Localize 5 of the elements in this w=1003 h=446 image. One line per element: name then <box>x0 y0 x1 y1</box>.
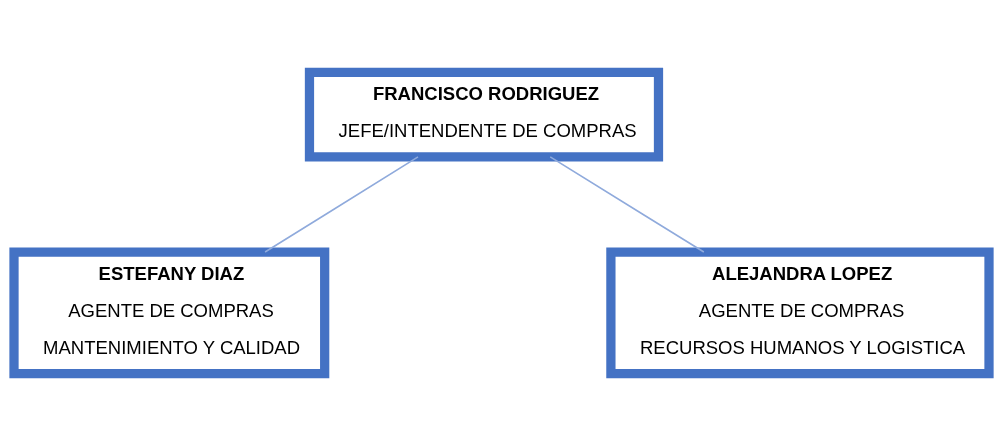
connector <box>264 156 419 253</box>
node-box: ESTEFANY DIAZ AGENTE DE COMPRAS MANTENIMIENTO Y CALIDAD <box>9 247 330 379</box>
node-box: ALEJANDRA LOPEZ AGENTE DE COMPRAS RECURSOS HUMANOS Y LOGISTICA <box>606 247 994 379</box>
connector <box>549 156 705 253</box>
node-box: FRANCISCO RODRIGUEZ JEFE/INTENDENTE DE COMPRAS <box>304 67 664 162</box>
